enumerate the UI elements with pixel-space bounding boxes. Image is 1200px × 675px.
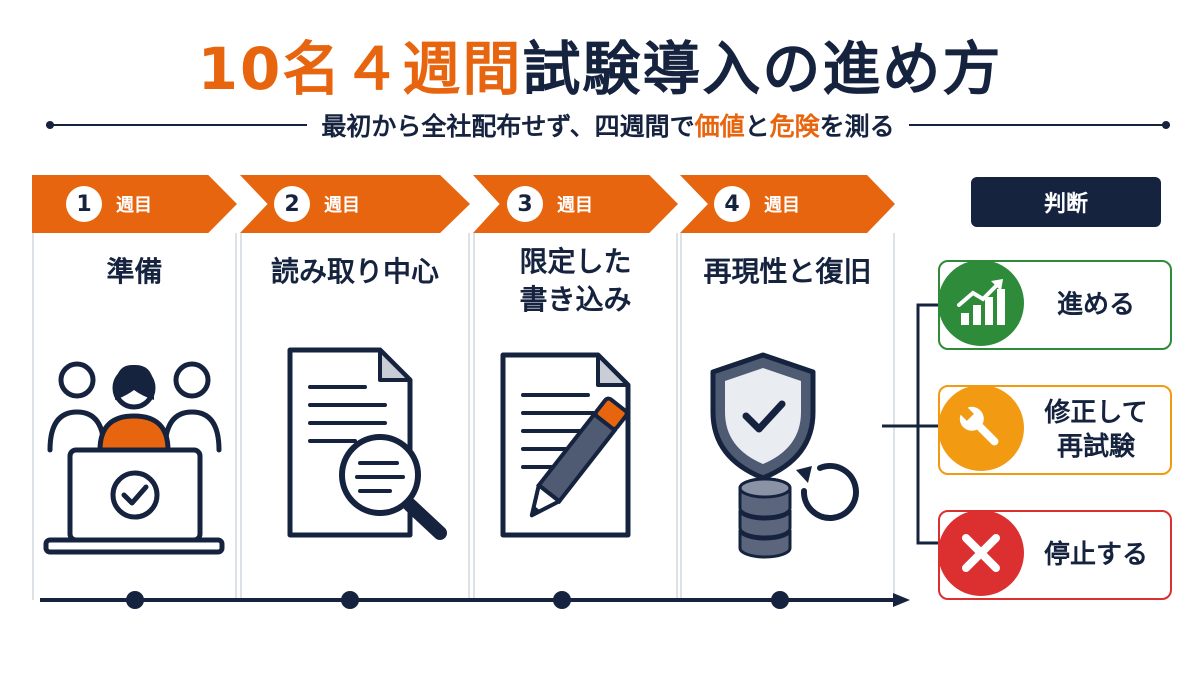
subtitle-highlight-risk: 危険 <box>769 112 820 141</box>
option-fix-retest-line-1: 修正して <box>1044 398 1148 428</box>
shield-database-restore-icon <box>710 352 859 559</box>
week-1-label: 準備 <box>106 255 163 288</box>
week-3-label-line-2: 書き込み <box>519 283 632 316</box>
week-1-unit: 週目 <box>116 195 152 216</box>
timeline-dot-week-3 <box>553 591 571 609</box>
week-3-label: 限定した 書き込み <box>473 243 678 319</box>
week-4-label: 再現性と復旧 <box>703 255 872 288</box>
subtitle-highlight-value: 価値 <box>694 112 745 141</box>
subtitle: 最初から全社配布せず、四週間で価値と危険を測る <box>307 107 908 143</box>
week-4-column: 4 週目 再現性と復旧 <box>680 175 895 600</box>
week-3-column: 3 週目 限定した 書き込み <box>473 175 678 600</box>
week-2-number: 2 <box>274 186 310 222</box>
subtitle-rule-left <box>46 121 308 129</box>
timeline-dot-week-1 <box>126 591 144 609</box>
week-3-label-line-1: 限定した <box>519 245 632 278</box>
option-fix-retest-label: 修正して 再試験 <box>1032 387 1160 473</box>
week-3-number: 3 <box>507 186 543 222</box>
week-4-unit: 週目 <box>764 195 800 216</box>
week-3-header: 3 週目 <box>473 175 678 233</box>
growth-chart-icon <box>938 260 1024 346</box>
timeline-dot-week-4 <box>771 591 789 609</box>
week-4-header: 4 週目 <box>680 175 895 233</box>
title-main: 試験導入の進め方 <box>522 35 1003 103</box>
cross-icon <box>938 510 1024 596</box>
document-pencil-icon <box>500 352 631 538</box>
people-laptop-check-icon <box>43 361 225 555</box>
week-2-label: 読み取り中心 <box>270 255 439 288</box>
subtitle-rule-right <box>908 121 1171 129</box>
option-stop: 停止する <box>938 510 1172 600</box>
subtitle-row: 最初から全社配布せず、四週間で価値と危険を測る <box>46 107 1171 143</box>
week-2-header: 2 週目 <box>240 175 470 233</box>
option-proceed-label: 進める <box>1056 290 1135 320</box>
timeline-arrow <box>40 591 910 609</box>
subtitle-text-1: 最初から全社配布せず、四週間で <box>321 112 695 141</box>
option-stop-label: 停止する <box>1043 540 1148 570</box>
week-3-unit: 週目 <box>557 195 593 216</box>
document-magnifier-icon <box>287 347 447 540</box>
week-4-number: 4 <box>714 186 750 222</box>
week-1-header: 1 週目 <box>32 175 237 233</box>
wrench-icon <box>938 385 1024 471</box>
option-fix-retest-line-2: 再試験 <box>1056 432 1135 462</box>
page-title: 10名４週間試験導入の進め方 <box>0 22 1200 106</box>
option-fix-retest: 修正して 再試験 <box>938 385 1172 475</box>
week-1-column: 1 週目 準備 <box>32 175 237 600</box>
judgment-header: 判断 <box>971 177 1161 227</box>
week-2-unit: 週目 <box>324 195 360 216</box>
week-2-column: 2 週目 読み取り中心 <box>240 175 470 600</box>
timeline-dot-week-2 <box>341 591 359 609</box>
week-1-number: 1 <box>66 186 102 222</box>
decision-bracket <box>882 303 938 545</box>
subtitle-text-2: と <box>744 112 770 141</box>
subtitle-text-3: を測る <box>819 112 895 141</box>
option-proceed: 進める <box>938 260 1172 350</box>
title-highlight: 10名４週間 <box>197 35 523 103</box>
